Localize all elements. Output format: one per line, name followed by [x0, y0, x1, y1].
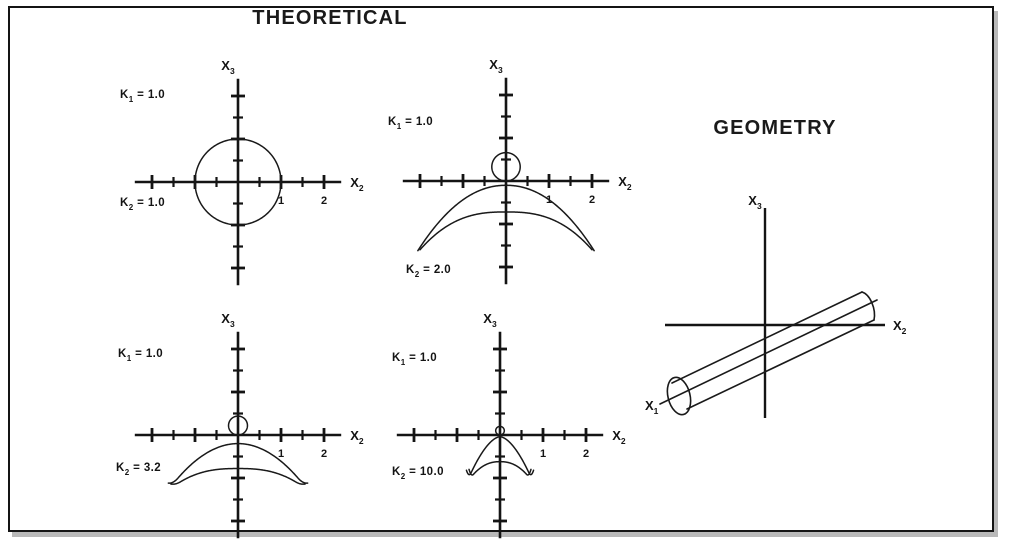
- plot-4-group: 1 2 X2 X3 K1 = 1.0 K2 = 10.0: [392, 311, 626, 539]
- curve-inner-wing: [468, 460, 532, 476]
- x-tick-label: 2: [321, 448, 327, 460]
- plot-2-y-axis-label: X3: [489, 57, 503, 75]
- geometry-diagram-group: X2 X3 X1: [645, 193, 907, 418]
- cylinder-bottom-edge: [686, 319, 875, 410]
- x-tick-label: 1: [540, 448, 546, 460]
- plot-3-k2-label: K2 = 3.2: [116, 462, 161, 477]
- plot-3-group: 1 2 X2 X3 K1 = 1.0 K2 = 3.2: [116, 311, 364, 539]
- plot-3-x-axis-label: X2: [350, 428, 364, 446]
- geometry-x3-label: X3: [748, 193, 762, 211]
- cylinder-top-edge: [671, 291, 863, 384]
- theoretical-panel-title: THEORETICAL: [252, 7, 407, 29]
- curve-upper-lobe: [227, 415, 249, 436]
- x-tick-label: 1: [278, 195, 284, 207]
- plot-4-k2-label: K2 = 10.0: [392, 466, 444, 481]
- plot-1-y-axis-label: X3: [221, 58, 235, 76]
- plot-1-k2-label: K2 = 1.0: [120, 197, 165, 212]
- plot-1-x-axis-label: X2: [350, 175, 364, 193]
- cylinder-near-endcap: [666, 376, 692, 416]
- geometry-x1-label: X1: [645, 398, 659, 416]
- geometry-panel-title: GEOMETRY: [713, 117, 836, 139]
- curve-outer-wing: [465, 435, 535, 476]
- plot-3-y-axis-label: X3: [221, 311, 235, 329]
- plot-3-k1-label: K1 = 1.0: [118, 348, 163, 363]
- curve-upper-lobe: [494, 425, 506, 436]
- curve-isotropic-circle: [194, 138, 282, 226]
- plot-2-k2-label: K2 = 2.0: [406, 264, 451, 279]
- curve-inner-wing: [170, 467, 306, 485]
- plot-4-k1-label: K1 = 1.0: [392, 352, 437, 367]
- x-tick-label: 2: [583, 448, 589, 460]
- x-tick-label: 1: [278, 448, 284, 460]
- plot-2-x-axis-label: X2: [618, 174, 632, 192]
- geometry-x2-label: X2: [893, 318, 907, 336]
- cylinder-far-endcap: [861, 291, 876, 321]
- x-tick-label: 2: [321, 195, 327, 207]
- curve-outer-wing: [417, 184, 595, 252]
- curve-inner-wing: [419, 211, 593, 251]
- plot-2-k1-label: K1 = 1.0: [388, 116, 433, 131]
- curve-outer-wing: [167, 442, 309, 484]
- curve-upper-lobe: [491, 151, 521, 182]
- x-tick-label: 2: [589, 194, 595, 206]
- plot-1-k1-label: K1 = 1.0: [120, 89, 165, 104]
- cylinder-center-axis: [659, 299, 878, 405]
- plot-1-group: 1 2 X2 X3 K1 = 1.0 K2 = 1.0: [120, 58, 364, 286]
- plot-4-x-axis-label: X2: [612, 428, 626, 446]
- plot-4-y-axis-label: X3: [483, 311, 497, 329]
